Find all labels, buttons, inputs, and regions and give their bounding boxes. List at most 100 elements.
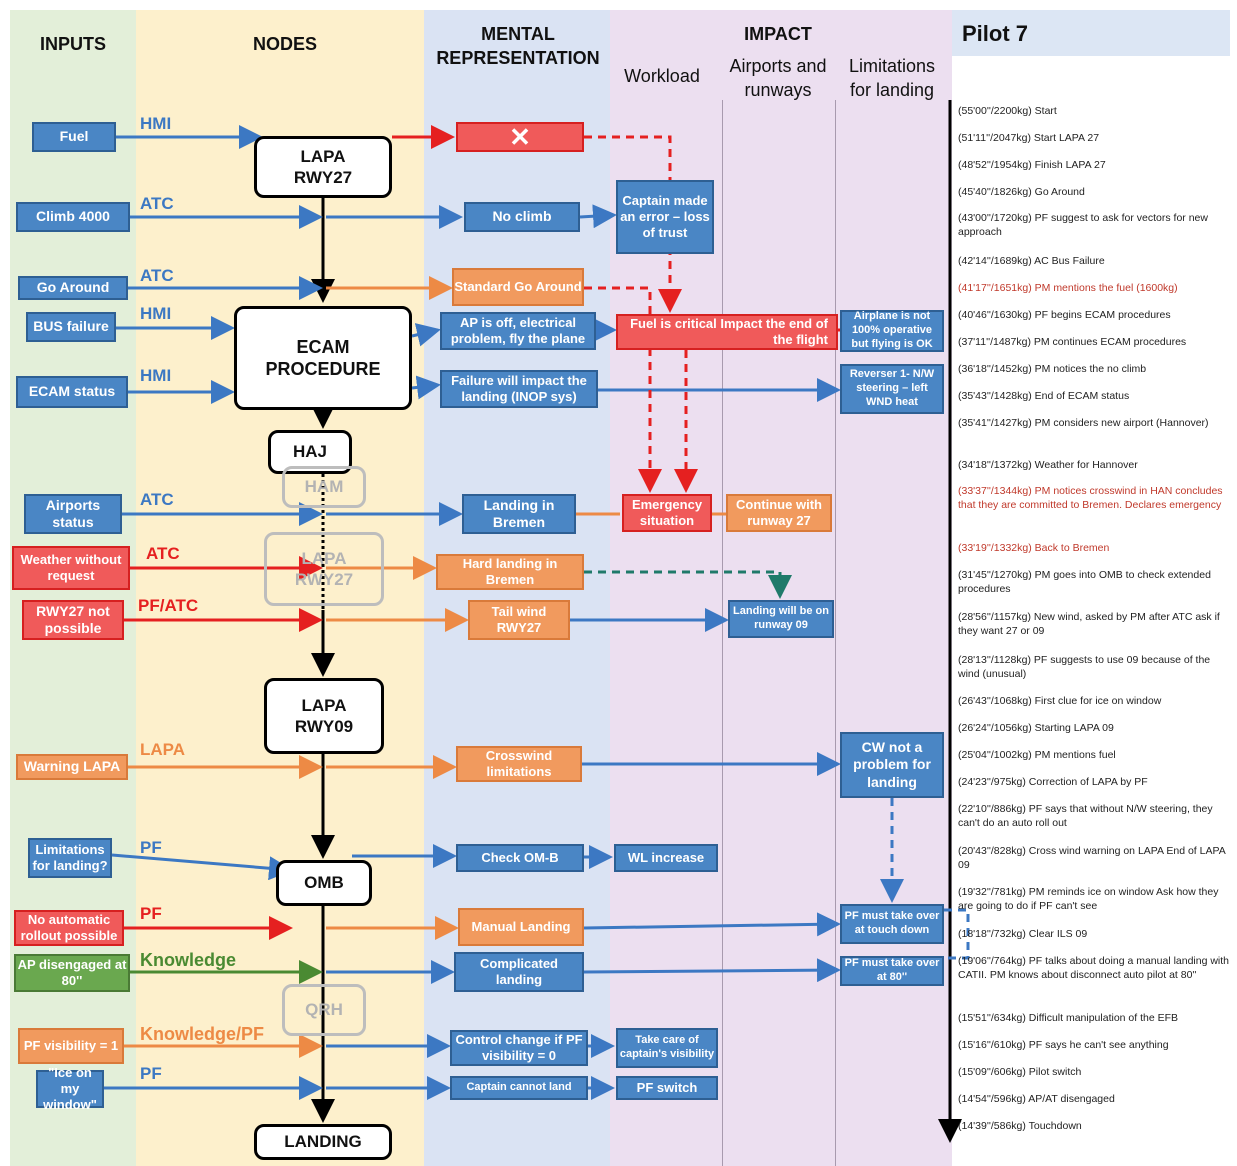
impact-take-care: Take care of captain's visibility: [616, 1028, 718, 1068]
input-rwy27: RWY27 not possible: [22, 600, 124, 640]
timeline-entry: (15'16''/610kg) PF says he can't see any…: [958, 1039, 1169, 1051]
timeline-entry: (42'14''/1689kg) AC Bus Failure: [958, 255, 1105, 267]
timeline-entry: (41'17''/1651kg) PM mentions the fuel (1…: [958, 282, 1178, 294]
mental-hard-landing: Hard landing in Bremen: [436, 554, 584, 590]
timeline-entry: (18'18''/732kg) Clear ILS 09: [958, 928, 1088, 940]
source-label: PF/ATC: [138, 596, 199, 615]
source-label: ATC: [140, 490, 174, 509]
timeline-entry: (33'19''/1332kg) Back to Bremen: [958, 542, 1110, 554]
impact-fuel-critical: Fuel is critical Impact the end of the f…: [616, 314, 838, 350]
inputs-header: INPUTS: [39, 34, 106, 54]
source-label: HMI: [140, 304, 172, 323]
timeline-entry: (22'10''/886kg) PF says that without N/W…: [958, 803, 1213, 829]
mental-failure-impact: Failure will impact the landing (INOP sy…: [440, 370, 598, 408]
mental-manual-landing: Manual Landing: [458, 908, 584, 946]
pilot-header-bg: [952, 10, 1230, 56]
node-lapa-rwy27-ghost: LAPA RWY27: [264, 532, 384, 606]
node-lapa-rwy27: LAPA RWY27: [254, 136, 392, 198]
timeline-entry: (24'23''/975kg) Correction of LAPA by PF: [958, 776, 1148, 788]
timeline-entry: (14'54''/596kg) AP/AT disengaged: [958, 1093, 1115, 1105]
node-haj: HAJ: [268, 430, 352, 474]
input-ecam: ECAM status: [16, 376, 128, 408]
node-landing: LANDING: [254, 1124, 392, 1160]
mental-landing-bremen: Landing in Bremen: [462, 494, 576, 534]
timeline-entry: (31'45''/1270kg) PM goes into OMB to che…: [958, 569, 1211, 595]
timeline-entry: (40'46''/1630kg) PF begins ECAM procedur…: [958, 309, 1171, 321]
input-ice: "Ice on my window": [36, 1065, 104, 1112]
node-ham: HAM: [282, 466, 366, 508]
mental-check-omb: Check OM-B: [456, 844, 584, 872]
timeline-entry: (36'18''/1452kg) PM notices the no climb: [958, 363, 1147, 375]
source-label: ATC: [146, 544, 180, 563]
impact-landing-rwy09: Landing will be on runway 09: [728, 600, 834, 638]
divider-workload: [722, 100, 723, 1166]
timeline-panel: [952, 56, 1230, 1166]
impact-cw-not-problem: CW not a problem for landing: [840, 732, 944, 798]
impact-takeover-80: PF must take over at 80'': [840, 956, 944, 986]
timeline-entry: (35'41''/1427kg) PM considers new airpor…: [958, 417, 1209, 429]
impact-emergency: Emergency situation: [622, 494, 712, 532]
input-goaround: Go Around: [18, 276, 128, 300]
timeline-entry: (25'04''/1002kg) PM mentions fuel: [958, 749, 1116, 761]
input-noauto: No automatic rollout possible: [14, 910, 124, 946]
timeline-entry: (20'43''/828kg) Cross wind warning on LA…: [958, 845, 1226, 871]
input-ap80: AP disengaged at 80'': [14, 954, 130, 992]
impact-takeover-touchdown: PF must take over at touch down: [840, 904, 944, 944]
impact-wl-increase: WL increase: [614, 844, 718, 872]
mental-tail-wind: Tail wind RWY27: [468, 600, 570, 640]
impact-not-operative: Airplane is not 100% operative but flyin…: [840, 310, 944, 352]
input-fuel: Fuel: [32, 122, 116, 152]
timeline-entry: (19'32''/781kg) PM reminds ice on window…: [958, 886, 1219, 912]
pilot-header: Pilot 7: [962, 21, 1029, 46]
timeline-entry: (43'00''/1720kg) PF suggest to ask for v…: [958, 212, 1208, 238]
timeline-entry: (48'52''/1954kg) Finish LAPA 27: [958, 159, 1106, 171]
impact-continue-27: Continue with runway 27: [726, 494, 832, 532]
source-label: ATC: [140, 194, 174, 213]
timeline-entry: (51'11''/2047kg) Start LAPA 27: [958, 132, 1100, 144]
timeline-entry: (55'00''/2200kg) Start: [958, 105, 1057, 117]
airports-header: Airports and runways: [729, 56, 827, 100]
source-label: LAPA: [140, 740, 186, 759]
timeline-entry: (19'06''/764kg) PF talks about doing a m…: [958, 955, 1230, 981]
source-label: PF: [140, 838, 162, 857]
input-pfvis: PF visibility = 1: [18, 1028, 124, 1064]
nodes-header: NODES: [252, 34, 317, 54]
timeline-entry: (34'18''/1372kg) Weather for Hannover: [958, 459, 1138, 471]
node-omb: OMB: [276, 860, 372, 906]
source-label: PF: [140, 904, 162, 923]
mental-no-climb: No climb: [464, 202, 580, 232]
impact-reverser: Reverser 1- N/W steering – left WND heat: [840, 364, 944, 414]
impact-captain-error: Captain made an error – loss of trust: [616, 180, 714, 254]
divider-airports: [835, 100, 836, 1166]
node-lapa-rwy09: LAPA RWY09: [264, 678, 384, 754]
timeline-entry: (35'43''/1428kg) End of ECAM status: [958, 390, 1130, 402]
mental-standard-go-around: Standard Go Around: [452, 268, 584, 306]
fuel-crossed-box: ✕: [456, 122, 584, 152]
mental-crosswind: Crosswind limitations: [456, 746, 582, 782]
node-qrh: QRH: [282, 984, 366, 1036]
input-airports: Airports status: [24, 494, 122, 534]
timeline-entry: (45'40''/1826kg) Go Around: [958, 186, 1085, 198]
source-label: HMI: [140, 366, 172, 385]
impact-pf-switch: PF switch: [616, 1076, 718, 1100]
input-weather: Weather without request: [12, 546, 130, 590]
limitations-header: Limitations for landing: [848, 56, 936, 100]
impact-header: IMPACT: [744, 24, 812, 44]
timeline-entry: (33'37''/1344kg) PM notices crosswind in…: [958, 485, 1223, 511]
node-ecam-procedure: ECAM PROCEDURE: [234, 306, 412, 410]
input-warning: Warning LAPA: [16, 754, 128, 780]
input-limits: Limitations for landing?: [28, 838, 112, 878]
timeline-entry: (15'09''/606kg) Pilot switch: [958, 1066, 1082, 1078]
mental-captain-cannot-land: Captain cannot land: [450, 1076, 588, 1100]
source-label: PF: [140, 1064, 162, 1083]
mental-complicated-landing: Complicated landing: [454, 952, 584, 992]
timeline-entry: (26'24''/1056kg) Starting LAPA 09: [958, 722, 1114, 734]
timeline-entry: (37'11''/1487kg) PM continues ECAM proce…: [958, 336, 1187, 348]
input-climb: Climb 4000: [16, 202, 130, 232]
timeline-entry: (15'51''/634kg) Difficult manipulation o…: [958, 1012, 1179, 1024]
timeline-entry: (14'39''/586kg) Touchdown: [958, 1120, 1082, 1132]
workload-header: Workload: [624, 66, 700, 86]
source-label: ATC: [140, 266, 174, 285]
